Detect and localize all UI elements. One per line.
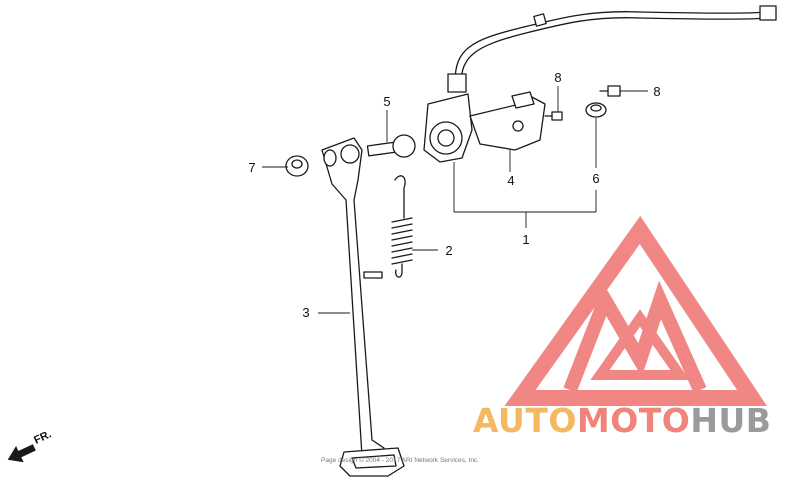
callout-8a: 8 — [554, 70, 561, 85]
switch-cable — [447, 5, 777, 93]
leader-lines — [262, 86, 648, 314]
side-stand-3 — [321, 137, 405, 477]
callout-2: 2 — [445, 243, 452, 258]
callout-1: 1 — [522, 232, 529, 247]
bolt-8a — [544, 111, 563, 121]
watermark-auto: AUTO — [473, 401, 577, 440]
callout-4: 4 — [507, 173, 514, 188]
collar-6 — [585, 102, 607, 118]
front-direction-label: FR. — [32, 428, 53, 446]
side-stand-switch — [423, 91, 546, 163]
callout-6: 6 — [592, 171, 599, 186]
callout-7: 7 — [248, 160, 255, 175]
watermark-logo — [504, 215, 767, 406]
watermark-moto: MOTO — [577, 401, 690, 440]
copyright-text: Page design © 2004 - 2017 ARI Network Se… — [321, 456, 479, 464]
front-direction-indicator: FR. — [7, 428, 53, 463]
callout-5: 5 — [383, 94, 390, 109]
callout-3: 3 — [302, 305, 309, 320]
watermark-text: AUTOMOTOHUB — [473, 401, 771, 440]
nut-7 — [285, 155, 309, 177]
spring-2 — [391, 175, 413, 278]
pivot-bolt-5 — [366, 134, 416, 158]
bolt-8b — [599, 85, 621, 97]
callout-8b: 8 — [653, 84, 660, 99]
watermark-hub: HUB — [690, 401, 771, 440]
